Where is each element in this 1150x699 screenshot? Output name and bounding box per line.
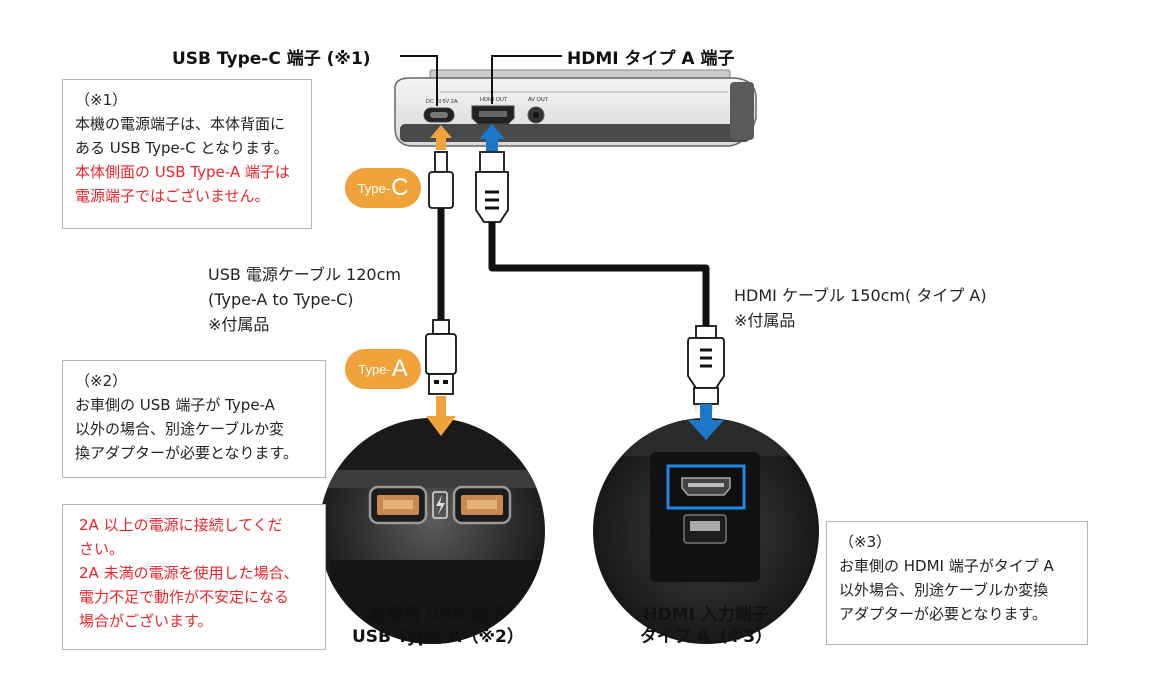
usb-cable-label-line: (Type-A to Type-C) (208, 290, 354, 309)
usb-port-title-line: 給電用 USB 端子 (369, 605, 505, 625)
note-3-box: （※3） お車側の HDMI 端子がタイプ A 以外場合、別途ケーブルか変換 ア… (826, 521, 1088, 645)
warning-line: さい。 (79, 540, 125, 558)
usb-c-port-label: USB Type-C 端子 (※1) (172, 49, 371, 69)
type-c-badge-letter: C (391, 174, 409, 201)
hdmi-port-title: HDMI 入力端子 タイプ A（※3） (626, 604, 786, 648)
warning-line: 2A 以上の電源に接続してくだ (79, 516, 283, 534)
note-3-line: 以外場合、別途ケーブルか変換 (839, 581, 1049, 599)
type-a-badge-letter: A (391, 355, 408, 382)
note-3-line: （※3） (839, 533, 892, 551)
hdmi-out-label: HDMI OUT (480, 97, 508, 103)
blue-up-arrow-icon (479, 124, 505, 151)
usb-port-title: 給電用 USB 端子 USB Type-A（※2） (352, 604, 524, 648)
hdmi-port-title-line: タイプ A（※3） (639, 627, 773, 647)
usb-cable-label-line: USB 電源ケーブル 120cm (208, 265, 401, 284)
hdmi-cable-label: HDMI ケーブル 150cm( タイプ A) ※付属品 (734, 283, 987, 333)
type-a-badge-prefix: Type- (358, 361, 391, 377)
usb-port-title-line: USB Type-A（※2） (352, 627, 524, 647)
av-out-label: AV OUT (528, 97, 549, 103)
orange-up-arrow-icon (430, 125, 452, 150)
orange-down-arrow-icon (426, 396, 456, 436)
note-2-line: 以外の場合、別途ケーブルか変 (75, 420, 285, 438)
type-c-badge-prefix: Type- (357, 180, 391, 196)
dc-in-label: DC IN 5V 2A (426, 99, 458, 105)
note-1-line: ある USB Type-C となります。 (75, 139, 289, 157)
power-warning-box: 2A 以上の電源に接続してくだ さい。 2A 未満の電源を使用した場合、 電力不… (62, 504, 326, 650)
note-2-line: 換アダプターが必要となります。 (75, 444, 299, 462)
hdmi-port-label: HDMI タイプ A 端子 (567, 49, 735, 69)
note-1-line: （※1） (75, 91, 128, 109)
note-1-box: （※1） 本機の電源端子は、本体背面に ある USB Type-C となります。… (62, 79, 312, 229)
usb-cable (425, 151, 457, 395)
note-2-line: （※2） (75, 372, 128, 390)
hdmi-cable-label-line: HDMI ケーブル 150cm( タイプ A) (734, 286, 987, 305)
note-3-line: アダプターが必要となります。 (839, 605, 1048, 623)
type-a-badge: Type-A (345, 349, 421, 389)
usb-cable-label: USB 電源ケーブル 120cm (Type-A to Type-C) ※付属品 (208, 262, 401, 337)
note-1-warning-line: 電源端子ではございません。 (75, 187, 270, 205)
hdmi-port-photo: THD (593, 404, 819, 644)
type-c-badge: Type-C (345, 168, 421, 208)
hdmi-cable (475, 151, 725, 405)
note-1-warning-line: 本体側面の USB Type-A 端子は (75, 163, 290, 181)
warning-line: 2A 未満の電源を使用した場合、 (79, 564, 299, 582)
note-1-line: 本機の電源端子は、本体背面に (75, 115, 286, 133)
warning-line: 電力不足で動作が不安定になる (79, 588, 290, 606)
lightning-icon (432, 491, 448, 519)
note-2-box: （※2） お車側の USB 端子が Type-A 以外の場合、別途ケーブルか変 … (62, 360, 326, 478)
blue-down-arrow-icon (688, 404, 724, 440)
note-3-line: お車側の HDMI 端子がタイプ A (839, 557, 1054, 575)
player-device (394, 69, 757, 147)
usb-cable-label-line: ※付属品 (208, 315, 270, 334)
hdmi-cable-label-line: ※付属品 (734, 311, 796, 330)
hdmi-port-title-line: HDMI 入力端子 (643, 605, 769, 625)
leader-lines (400, 55, 562, 106)
warning-line: 場合がございます。 (79, 612, 213, 630)
note-2-line: お車側の USB 端子が Type-A (75, 396, 275, 414)
